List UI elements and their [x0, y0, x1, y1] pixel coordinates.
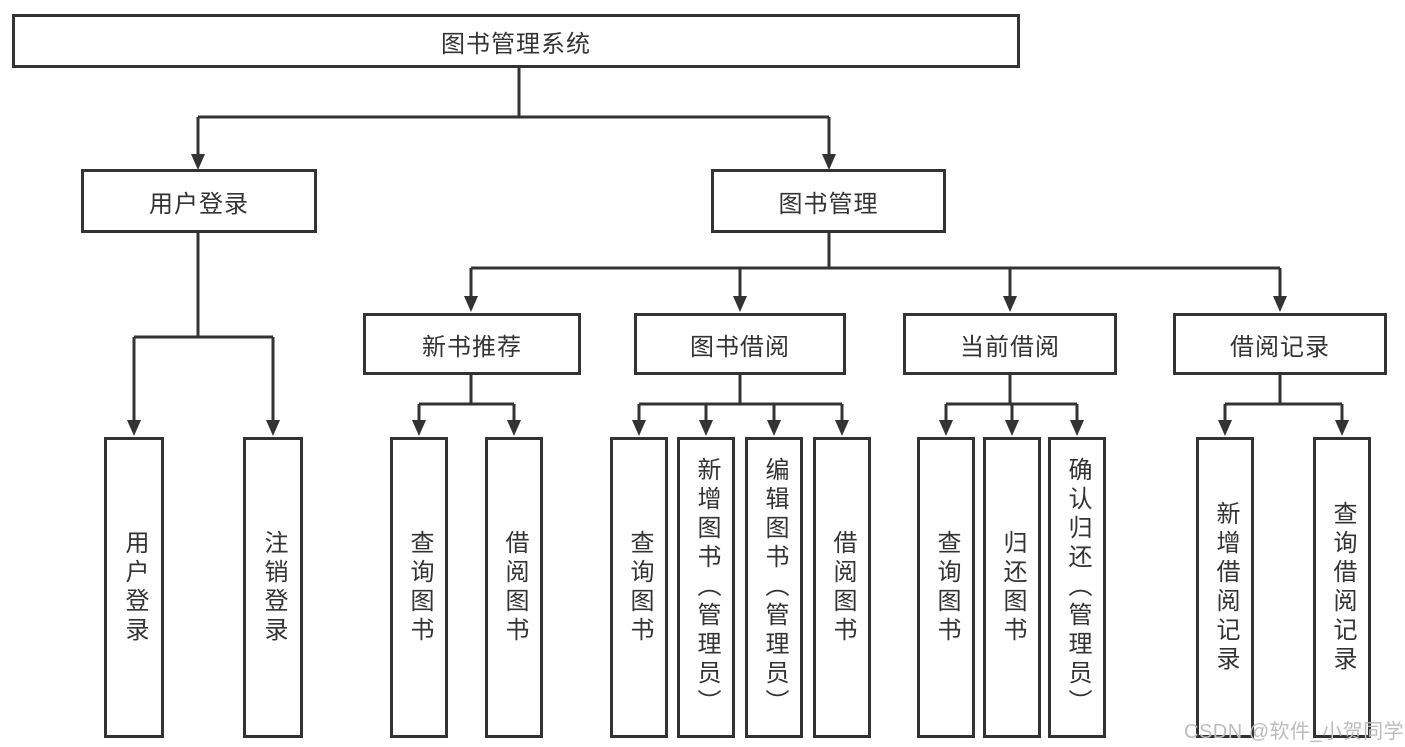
leaf-add-borrow-record-label: 新增借阅记录 — [1212, 500, 1239, 675]
node-root: 图书管理系统 — [12, 14, 1020, 68]
node-book-borrow-label: 图书借阅 — [690, 333, 790, 361]
node-book-mgmt-label: 图书管理 — [778, 190, 879, 218]
node-current-borrow: 当前借阅 — [903, 313, 1117, 375]
leaf-add-borrow-record: 新增借阅记录 — [1196, 437, 1254, 738]
arrow-icon — [127, 420, 141, 436]
leaf-edit-book: 编辑图书（管理员） — [745, 437, 803, 738]
leaf-query-book-3: 查询图书 — [917, 437, 975, 738]
node-borrow-records-label: 借阅记录 — [1230, 333, 1330, 361]
leaf-query-book-1: 查询图书 — [390, 437, 448, 738]
leaf-query-book-2-label: 查询图书 — [626, 529, 653, 646]
leaf-borrow-book-1: 借阅图书 — [485, 437, 543, 738]
arrow-icon — [412, 420, 426, 436]
leaf-borrow-book-2-label: 借阅图书 — [829, 529, 856, 646]
leaf-user-login: 用户登录 — [104, 437, 164, 738]
leaf-add-book: 新增图书（管理员） — [677, 437, 735, 738]
leaf-borrow-book-2: 借阅图书 — [813, 437, 871, 738]
node-current-borrow-label: 当前借阅 — [960, 333, 1060, 361]
arrow-icon — [191, 154, 205, 170]
arrow-icon — [1070, 420, 1084, 436]
node-book-mgmt: 图书管理 — [711, 169, 946, 233]
arrow-icon — [507, 420, 521, 436]
leaf-query-book-3-label: 查询图书 — [933, 529, 960, 646]
arrow-icon — [1335, 420, 1349, 436]
arrow-icon — [822, 154, 836, 170]
leaf-confirm-return-label: 确认归还（管理员） — [1064, 457, 1091, 718]
arrow-icon — [1003, 296, 1017, 312]
arrow-icon — [1273, 296, 1287, 312]
node-book-borrow: 图书借阅 — [634, 313, 846, 375]
leaf-query-book-2: 查询图书 — [610, 437, 668, 738]
node-root-label: 图书管理系统 — [441, 30, 591, 58]
leaf-confirm-return: 确认归还（管理员） — [1048, 437, 1106, 738]
leaf-return-book: 归还图书 — [983, 437, 1041, 738]
leaf-query-borrow-record: 查询借阅记录 — [1313, 437, 1371, 738]
leaf-query-borrow-record-label: 查询借阅记录 — [1329, 500, 1356, 675]
node-borrow-records: 借阅记录 — [1173, 313, 1387, 375]
node-new-book-rec-label: 新书推荐 — [422, 333, 522, 361]
arrow-icon — [767, 420, 781, 436]
arrow-icon — [1005, 420, 1019, 436]
leaf-user-login-label: 用户登录 — [121, 529, 148, 646]
leaf-borrow-book-1-label: 借阅图书 — [501, 529, 528, 646]
arrow-icon — [939, 420, 953, 436]
arrow-icon — [266, 420, 280, 436]
arrowheads — [127, 154, 1349, 436]
arrow-icon — [464, 296, 478, 312]
arrow-icon — [733, 296, 747, 312]
node-user-login-label: 用户登录 — [149, 190, 249, 218]
leaf-logout-label: 注销登录 — [260, 529, 287, 646]
csdn-watermark: CSDN @软件_小贺同学 — [1184, 721, 1405, 743]
leaf-return-book-label: 归还图书 — [999, 529, 1026, 646]
leaf-edit-book-label: 编辑图书（管理员） — [761, 457, 788, 718]
leaf-logout: 注销登录 — [243, 437, 303, 738]
leaf-add-book-label: 新增图书（管理员） — [693, 457, 720, 718]
arrow-icon — [1218, 420, 1232, 436]
arrow-icon — [835, 420, 849, 436]
node-user-login: 用户登录 — [81, 169, 317, 233]
node-new-book-rec: 新书推荐 — [363, 313, 581, 375]
arrow-icon — [699, 420, 713, 436]
arrow-icon — [632, 420, 646, 436]
leaf-query-book-1-label: 查询图书 — [406, 529, 433, 646]
